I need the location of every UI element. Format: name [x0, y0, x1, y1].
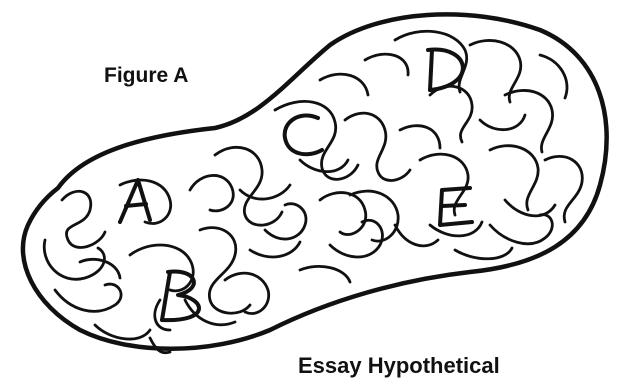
figure-title: Figure A: [104, 64, 188, 88]
footer-caption: Essay Hypothetical: [298, 353, 500, 379]
